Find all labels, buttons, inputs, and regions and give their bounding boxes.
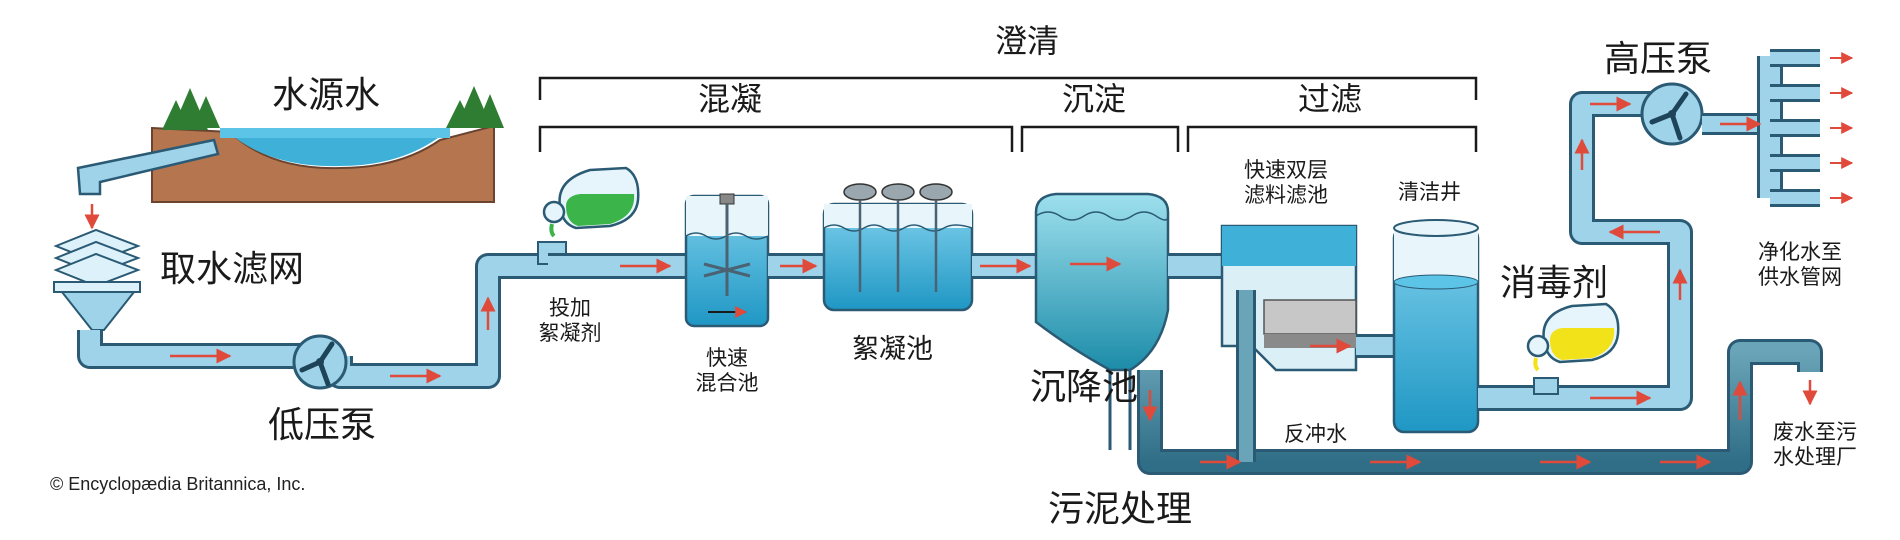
sedimentation-bracket — [1020, 125, 1180, 152]
clarification-bracket — [538, 76, 1478, 100]
settling-basin-label: 沉降池 — [1030, 367, 1139, 408]
sedimentation-label: 沉淀 — [1062, 80, 1127, 118]
low-lift-pump-label: 低压泵 — [268, 405, 377, 446]
clearwell-tank — [1392, 219, 1480, 434]
to-distribution-label: 净化水至 供水管网 — [1758, 240, 1842, 290]
add-coagulant-label: 投加 絮凝剂 — [538, 296, 602, 346]
sludge-label: 污泥处理 — [1048, 489, 1193, 530]
tree-icon — [162, 86, 504, 130]
source-water-label: 水源水 — [272, 75, 381, 116]
rapid-mix-tank — [684, 193, 770, 328]
coagulant-bottle-icon — [542, 166, 640, 238]
clarification-label: 澄清 — [995, 22, 1060, 60]
low-lift-pump-icon — [292, 334, 348, 390]
high-lift-pump-icon — [1640, 82, 1704, 146]
intake-screen-label: 取水滤网 — [160, 249, 305, 290]
coagulation-bracket — [538, 125, 1014, 152]
to-sewage-label: 废水至污 水处理厂 — [1773, 420, 1857, 470]
backwash-label: 反冲水 — [1284, 422, 1347, 446]
flow-arrows — [170, 96, 1762, 470]
rapid-mix-label: 快速 混合池 — [695, 346, 759, 396]
filtration-label: 过滤 — [1298, 80, 1363, 118]
disinfectant-bottle-icon — [1526, 302, 1620, 372]
intake-screen-icon — [53, 228, 141, 331]
settling-basin — [1034, 192, 1170, 450]
intake-pipe — [76, 138, 220, 230]
copyright-text: © Encyclopædia Britannica, Inc. — [50, 474, 306, 494]
filtration-bracket — [1186, 125, 1478, 152]
clearwell-label: 清洁井 — [1398, 180, 1461, 204]
disinfectant-label: 消毒剂 — [1500, 263, 1609, 304]
distribution-manifold — [1702, 49, 1854, 207]
flocculation-label: 絮凝池 — [852, 334, 933, 365]
coagulation-label: 混凝 — [698, 80, 763, 118]
dual-media-filter-label: 快速双层 滤料滤池 — [1244, 158, 1328, 208]
flocculation-tank — [822, 183, 974, 312]
source-water-landscape — [151, 86, 504, 203]
sludge-waste-pipeline — [1137, 290, 1823, 475]
high-lift-pump-label: 高压泵 — [1604, 39, 1713, 80]
